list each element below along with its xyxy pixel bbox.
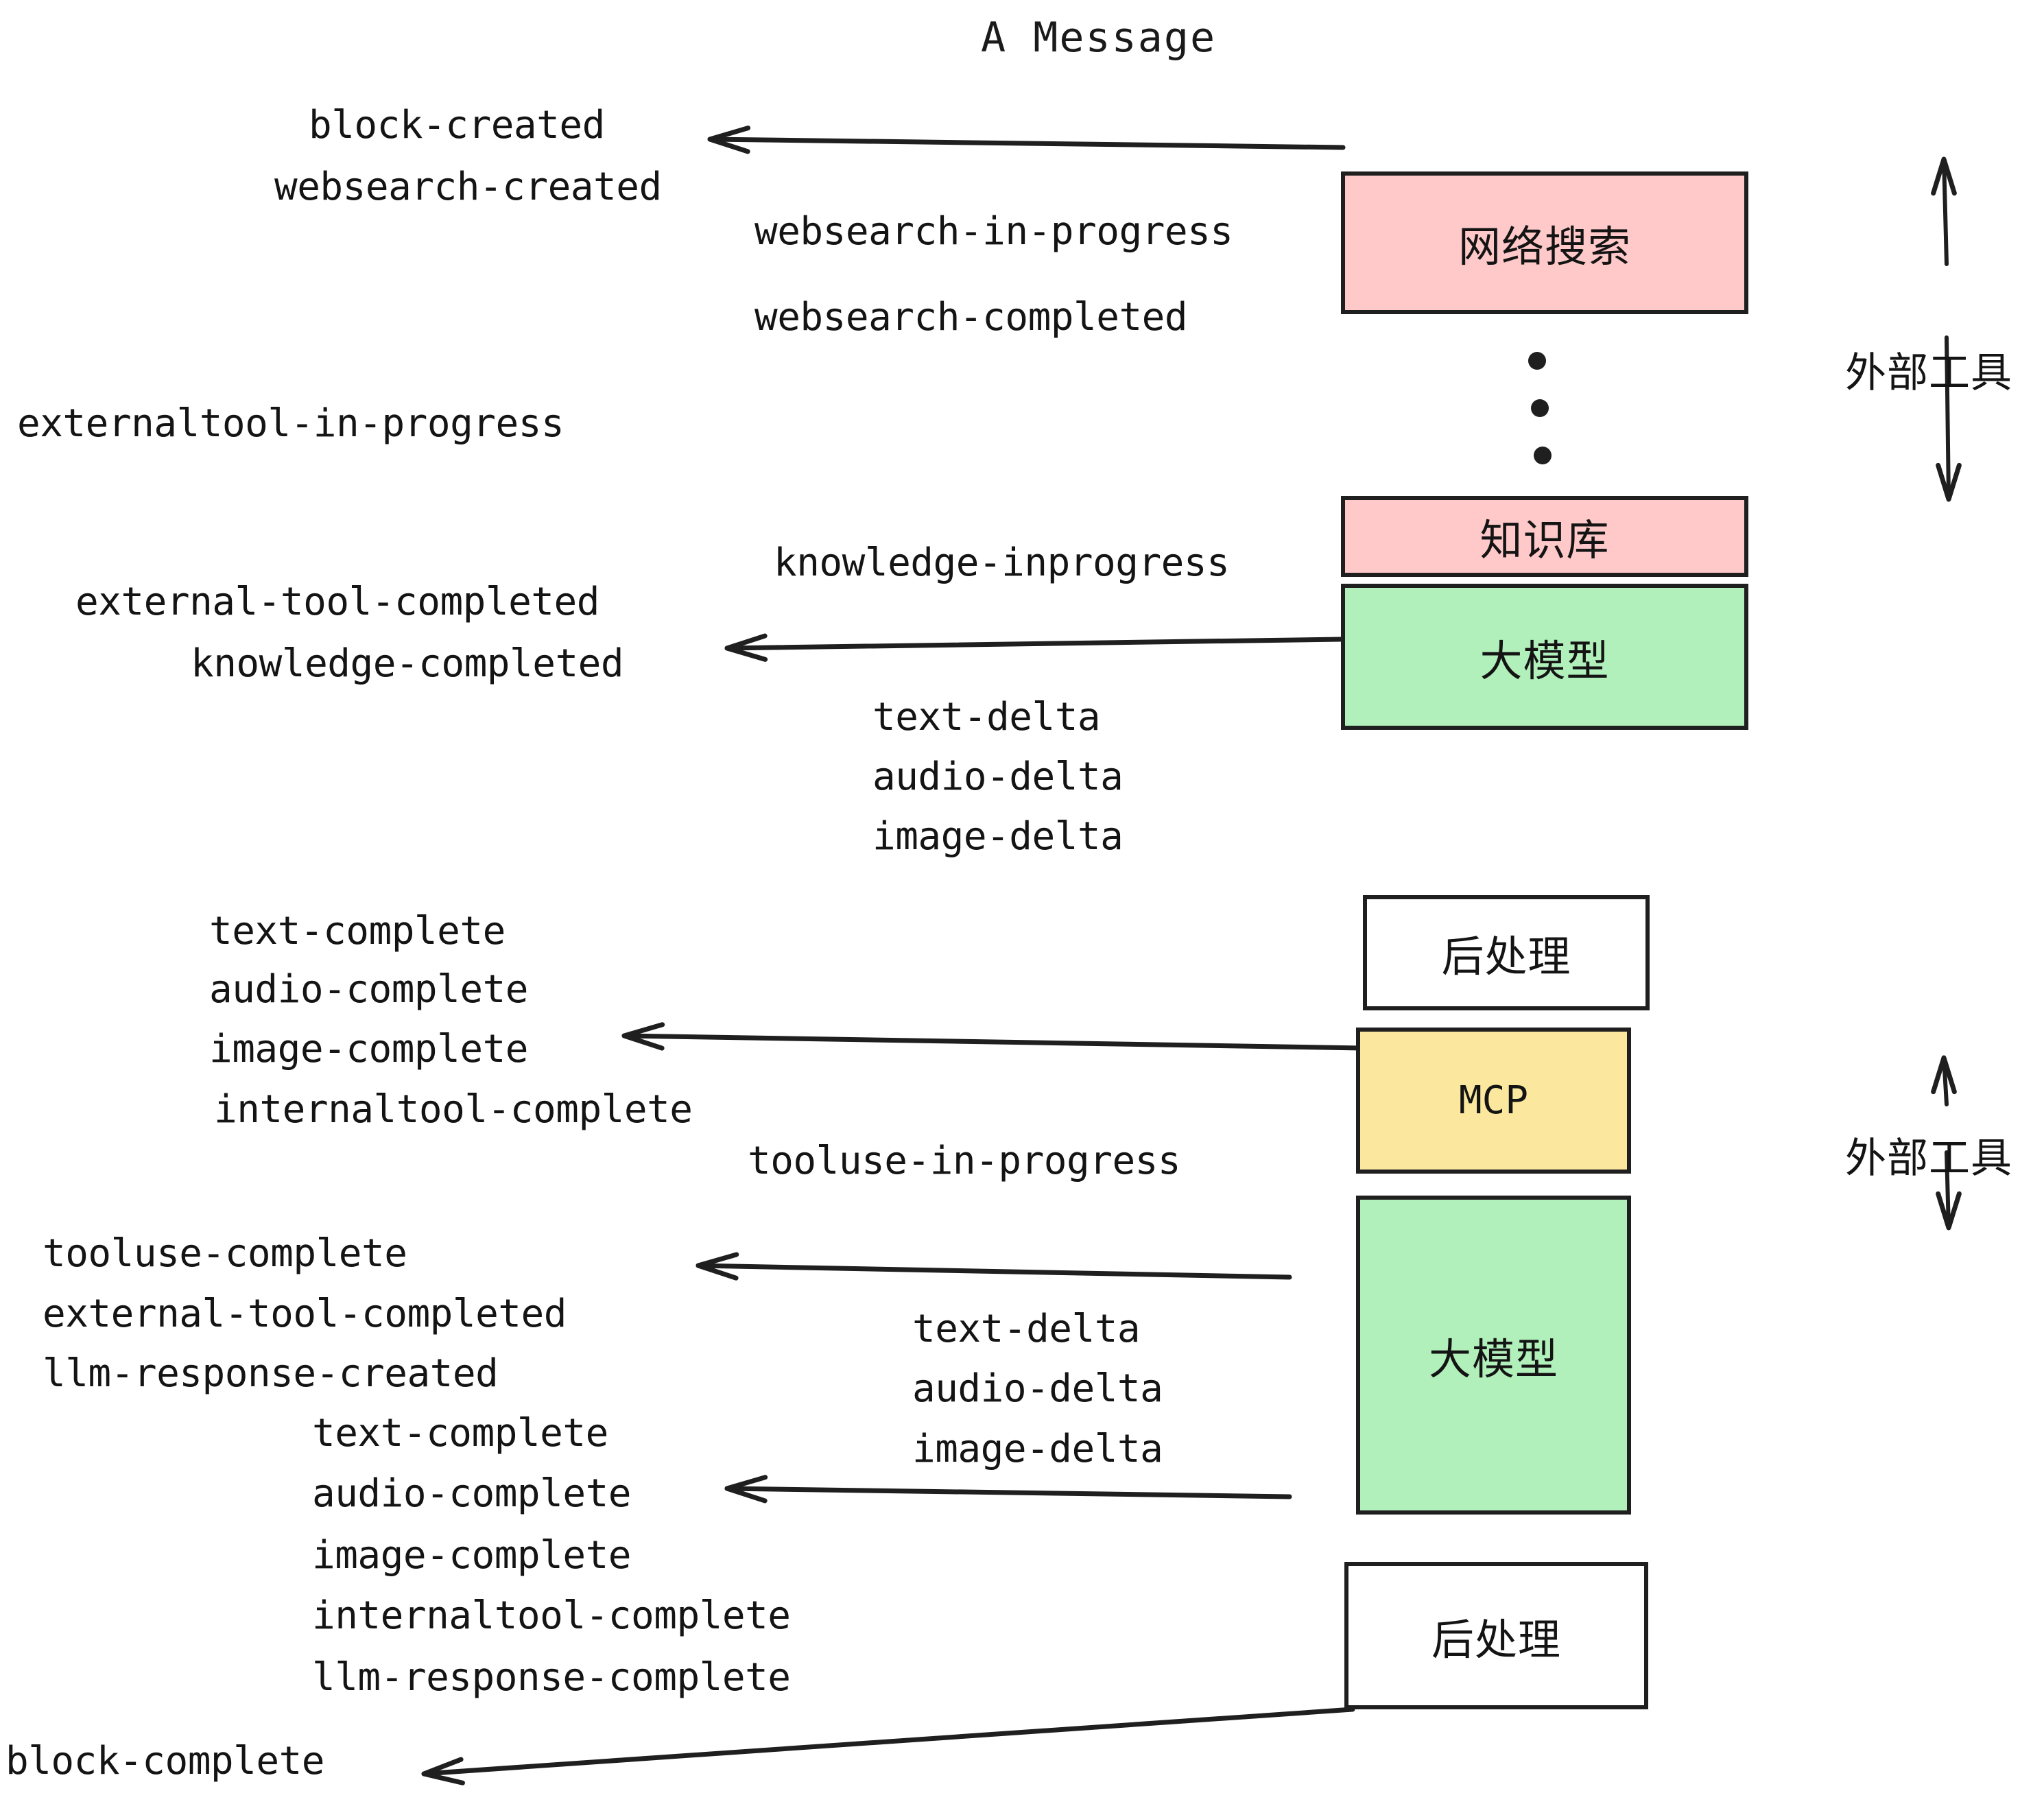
node-box-postprocess-2: 后处理 xyxy=(1344,1562,1648,1709)
event-label-text-delta-2: text-delta xyxy=(912,1307,1141,1351)
external-tools-bottom-up-head xyxy=(1931,1055,1957,1095)
arrow-block-complete-head xyxy=(421,1757,465,1785)
node-box-label: 后处理 xyxy=(1441,931,1571,982)
event-label-audio-complete-2: audio-complete xyxy=(312,1471,632,1516)
event-label-image-complete-2: image-complete xyxy=(312,1533,632,1578)
event-label-text-delta-1: text-delta xyxy=(872,695,1101,739)
event-label-llm-response-created: llm-response-created xyxy=(43,1351,499,1396)
arrow-block-created-head xyxy=(707,126,751,154)
event-label-websearch-created: websearch-created xyxy=(274,165,662,209)
side-label-external-tools-top: 外部工具 xyxy=(1845,349,2012,397)
event-label-tooluse-complete: tooluse-complete xyxy=(43,1231,407,1276)
event-label-knowledge-completed: knowledge-completed xyxy=(191,641,624,686)
arrow-block-created-line xyxy=(707,137,1346,150)
node-box-label: 网络搜索 xyxy=(1458,222,1631,272)
event-label-block-created: block-created xyxy=(309,103,605,147)
arrow-image-complete-line xyxy=(621,1033,1364,1051)
ellipsis-dot-2 xyxy=(1531,399,1549,417)
event-label-text-complete-2: text-complete xyxy=(312,1411,608,1456)
external-tools-top-down-head xyxy=(1936,462,1962,502)
event-label-image-complete-1: image-complete xyxy=(209,1027,529,1071)
event-label-knowledge-inprogress: knowledge-inprogress xyxy=(774,541,1230,585)
event-label-tooluse-in-progress: tooluse-in-progress xyxy=(748,1139,1181,1183)
event-label-websearch-in-progress: websearch-in-progress xyxy=(754,209,1233,254)
event-label-text-complete-1: text-complete xyxy=(209,909,506,953)
arrow-tooluse-complete-head xyxy=(696,1252,739,1281)
arrow-audio-complete-head xyxy=(724,1475,768,1504)
node-box-label: 大模型 xyxy=(1428,1333,1558,1384)
node-box-mcp: MCP xyxy=(1356,1028,1631,1174)
event-label-internaltool-complete-2: internaltool-complete xyxy=(312,1593,791,1638)
node-box-llm-1: 大模型 xyxy=(1341,584,1748,730)
event-label-audio-delta-1: audio-delta xyxy=(872,755,1124,799)
node-box-label: 知识库 xyxy=(1479,515,1610,565)
arrow-image-complete-head xyxy=(621,1022,665,1051)
ellipsis-dot-3 xyxy=(1534,447,1552,464)
event-label-external-tool-completed-1: external-tool-completed xyxy=(75,580,599,624)
ellipsis-dot-1 xyxy=(1528,352,1546,370)
node-box-label: MCP xyxy=(1458,1078,1529,1123)
event-label-external-tool-completed-2: external-tool-completed xyxy=(43,1292,567,1336)
page-title: A Message xyxy=(981,14,1217,62)
node-box-knowledge: 知识库 xyxy=(1341,496,1748,577)
node-box-llm-2: 大模型 xyxy=(1356,1196,1631,1515)
event-label-llm-response-complete: llm-response-complete xyxy=(312,1655,791,1700)
event-label-image-delta-1: image-delta xyxy=(872,814,1124,859)
node-box-label: 大模型 xyxy=(1479,635,1610,686)
event-label-image-delta-2: image-delta xyxy=(912,1427,1163,1471)
node-box-label: 后处理 xyxy=(1431,1614,1561,1665)
node-box-postprocess-1: 后处理 xyxy=(1363,895,1650,1010)
external-tools-bottom-down-head xyxy=(1936,1191,1962,1231)
event-label-audio-complete-1: audio-complete xyxy=(209,967,529,1012)
event-label-websearch-completed: websearch-completed xyxy=(754,295,1188,340)
arrow-knowledge-done-line xyxy=(724,637,1344,651)
node-box-websearch: 网络搜索 xyxy=(1341,171,1748,314)
external-tools-bottom-up-line xyxy=(1942,1056,1949,1106)
event-label-block-complete: block-complete xyxy=(5,1739,325,1783)
arrow-audio-complete-line xyxy=(724,1486,1292,1499)
arrow-block-complete-line xyxy=(421,1707,1355,1777)
external-tools-top-up-head xyxy=(1931,156,1957,196)
event-label-internaltool-complete-1: internaltool-complete xyxy=(214,1087,693,1132)
event-label-audio-delta-2: audio-delta xyxy=(912,1366,1163,1411)
external-tools-top-up-line xyxy=(1942,157,1949,266)
arrow-knowledge-done-head xyxy=(724,633,768,662)
event-label-externaltool-in-progress: externaltool-in-progress xyxy=(17,401,565,446)
arrow-tooluse-complete-line xyxy=(696,1263,1292,1280)
side-label-external-tools-bottom: 外部工具 xyxy=(1845,1135,2012,1183)
